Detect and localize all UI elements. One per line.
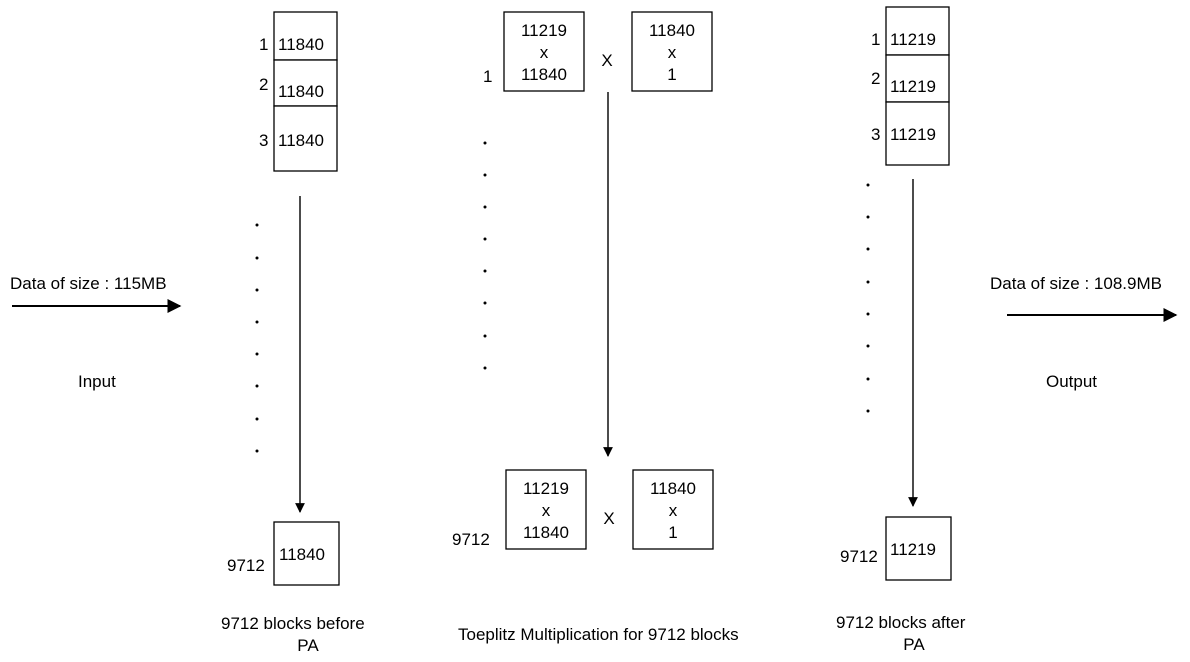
before-pa-block-last-value: 11840 bbox=[279, 545, 325, 564]
toeplitz-first-vector-sep: x bbox=[668, 43, 677, 62]
before-pa-block-last: 9712 11840 bbox=[227, 521, 340, 586]
toeplitz-first-vector-rows: 11840 bbox=[649, 21, 695, 40]
before-pa-block-3-value: 11840 bbox=[278, 131, 324, 150]
before-pa-block-1-index: 1 bbox=[259, 35, 268, 54]
toeplitz-last-index: 9712 bbox=[452, 530, 490, 549]
before-pa-block-2-value: 11840 bbox=[278, 82, 324, 101]
before-pa-block-last-index: 9712 bbox=[227, 556, 265, 575]
after-pa-block-3-value: 11219 bbox=[890, 125, 936, 144]
after-pa-ellipsis bbox=[866, 183, 870, 413]
toeplitz-last-vector-cols: 1 bbox=[668, 523, 677, 542]
after-pa-block-last: 9712 11219 bbox=[840, 516, 952, 581]
before-pa-caption-line1: 9712 blocks before bbox=[221, 614, 365, 633]
after-pa-block-1-value: 11219 bbox=[890, 30, 936, 49]
before-pa-caption-line2: PA bbox=[297, 636, 319, 655]
toeplitz-first-index: 1 bbox=[483, 67, 492, 86]
toeplitz-last-matrix-cols: 11840 bbox=[523, 523, 569, 542]
after-pa-block-1: 1 11219 bbox=[871, 6, 950, 56]
output-section: Data of size : 108.9MB Output bbox=[990, 274, 1178, 391]
after-pa-block-last-index: 9712 bbox=[840, 547, 878, 566]
toeplitz-ellipsis bbox=[483, 141, 487, 370]
after-pa-block-last-value: 11219 bbox=[890, 540, 936, 559]
after-pa-block-3-index: 3 bbox=[871, 125, 880, 144]
input-size-label: Data of size : 115MB bbox=[10, 274, 167, 293]
after-pa-block-2: 2 11219 bbox=[871, 54, 950, 103]
output-label: Output bbox=[1046, 372, 1097, 391]
after-pa-block-3: 3 11219 bbox=[871, 101, 950, 166]
toeplitz-caption: Toeplitz Multiplication for 9712 blocks bbox=[458, 625, 739, 644]
before-pa-block-1: 1 11840 bbox=[259, 11, 338, 61]
input-label: Input bbox=[78, 372, 116, 391]
before-pa-block-1-value: 11840 bbox=[278, 35, 324, 54]
toeplitz-last-matrix: 11219 x 11840 bbox=[505, 469, 587, 550]
toeplitz-first-vector: 11840 x 1 bbox=[631, 11, 713, 92]
output-size-label: Data of size : 108.9MB bbox=[990, 274, 1162, 293]
after-pa-block-2-value: 11219 bbox=[890, 77, 936, 96]
toeplitz-first-matrix-rows: 11219 bbox=[521, 21, 567, 40]
before-pa-block-2-index: 2 bbox=[259, 75, 268, 94]
before-pa-block-3: 3 11840 bbox=[259, 105, 338, 172]
before-pa-block-2: 2 11840 bbox=[259, 59, 338, 107]
before-pa-block-3-index: 3 bbox=[259, 131, 268, 150]
toeplitz-last-vector: 11840 x 1 bbox=[632, 469, 714, 550]
toeplitz-first-vector-cols: 1 bbox=[667, 65, 676, 84]
toeplitz-last-operator: X bbox=[603, 509, 614, 528]
toeplitz-last-vector-sep: x bbox=[669, 501, 678, 520]
after-pa-block-2-index: 2 bbox=[871, 69, 880, 88]
toeplitz-last-matrix-sep: x bbox=[542, 501, 551, 520]
after-pa-block-1-index: 1 bbox=[871, 30, 880, 49]
after-pa-column: 1 11219 2 11219 3 11219 9712 1121 bbox=[836, 6, 966, 654]
input-section: Data of size : 115MB Input bbox=[10, 274, 182, 391]
toeplitz-last-matrix-rows: 11219 bbox=[523, 479, 569, 498]
before-pa-ellipsis bbox=[255, 223, 259, 453]
toeplitz-first-matrix-cols: 11840 bbox=[521, 65, 567, 84]
after-pa-caption-line1: 9712 blocks after bbox=[836, 613, 966, 632]
toeplitz-first-operator: X bbox=[601, 51, 612, 70]
toeplitz-column: 1 11219 x 11840 X 11840 x 1 9712 bbox=[452, 11, 739, 644]
before-pa-column: 1 11840 2 11840 3 11840 9712 1184 bbox=[221, 11, 365, 655]
toeplitz-last-vector-rows: 11840 bbox=[650, 479, 696, 498]
after-pa-caption-line2: PA bbox=[903, 635, 925, 654]
toeplitz-first-matrix-sep: x bbox=[540, 43, 549, 62]
toeplitz-first-matrix: 11219 x 11840 bbox=[503, 11, 585, 92]
